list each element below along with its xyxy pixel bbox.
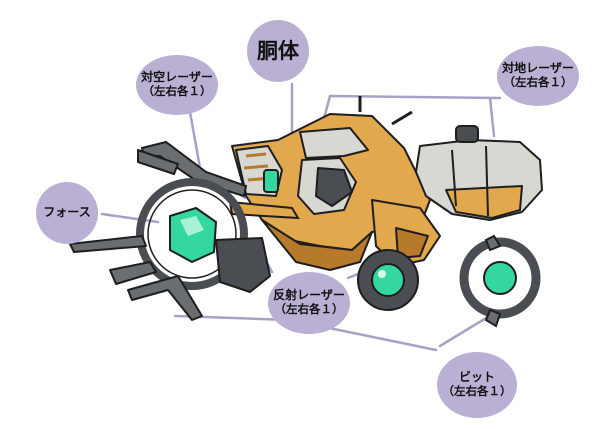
force-ring — [136, 178, 248, 290]
callout-reflect-laser-label: 反射レーザー — [273, 288, 345, 303]
anti-ground-laser-pod — [415, 125, 543, 221]
callout-anti-ground-laser: 対地レーザー （左右各１） — [497, 46, 579, 106]
force-crystal-highlight — [180, 216, 204, 236]
reflect-laser-lens — [371, 263, 405, 297]
pod-straps — [451, 145, 489, 217]
hull-top-grill — [299, 127, 369, 159]
reflect-laser-glint — [378, 270, 386, 278]
bit-fin-bottom — [484, 308, 502, 328]
force-claw-lower — [127, 275, 203, 321]
force-rear-block — [215, 237, 271, 293]
force-unit — [69, 149, 271, 321]
callout-force: フォース — [36, 182, 98, 244]
bit-core — [483, 261, 517, 295]
arm-lower — [228, 200, 300, 220]
hull-underside — [261, 219, 373, 271]
callout-anti-air-laser-sub: （左右各１） — [142, 84, 212, 99]
callout-anti-ground-laser-sub: （左右各１） — [503, 75, 573, 90]
force-ring-inner — [147, 189, 237, 279]
callout-body-label: 胴体 — [257, 38, 299, 63]
callout-bit-sub: （左右各１） — [442, 384, 512, 399]
hull-dark-vent — [315, 167, 353, 207]
callout-bit-label: ビット — [458, 370, 495, 385]
force-claw-upper — [137, 149, 179, 175]
callout-anti-air-laser-label: 対空レーザー — [141, 70, 213, 85]
callout-reflect-laser-sub: （左右各１） — [274, 302, 344, 317]
callout-anti-air-laser: 対空レーザー （左右各１） — [136, 55, 218, 115]
callout-reflect-laser: 反射レーザー （左右各１） — [268, 272, 350, 334]
callout-bit: ビット （左右各１） — [437, 352, 517, 418]
callout-body: 胴体 — [247, 20, 309, 82]
hull-right-wing-shadow — [395, 227, 429, 259]
bit-fin-top — [484, 234, 502, 252]
force-crystal — [169, 207, 217, 263]
callout-force-label: フォース — [43, 205, 91, 220]
reflect-laser-turret — [357, 249, 419, 311]
hull-antenna — [358, 96, 413, 126]
hull-green-light — [263, 169, 279, 193]
leader-line-force — [100, 212, 160, 224]
bit-unit — [459, 234, 541, 328]
force-spike-bottom — [109, 261, 157, 285]
force-spike-left — [69, 235, 147, 253]
pod-orange-band — [445, 185, 523, 219]
callout-anti-ground-laser-label: 対地レーザー — [502, 61, 574, 76]
pod-top-cap — [455, 125, 479, 143]
